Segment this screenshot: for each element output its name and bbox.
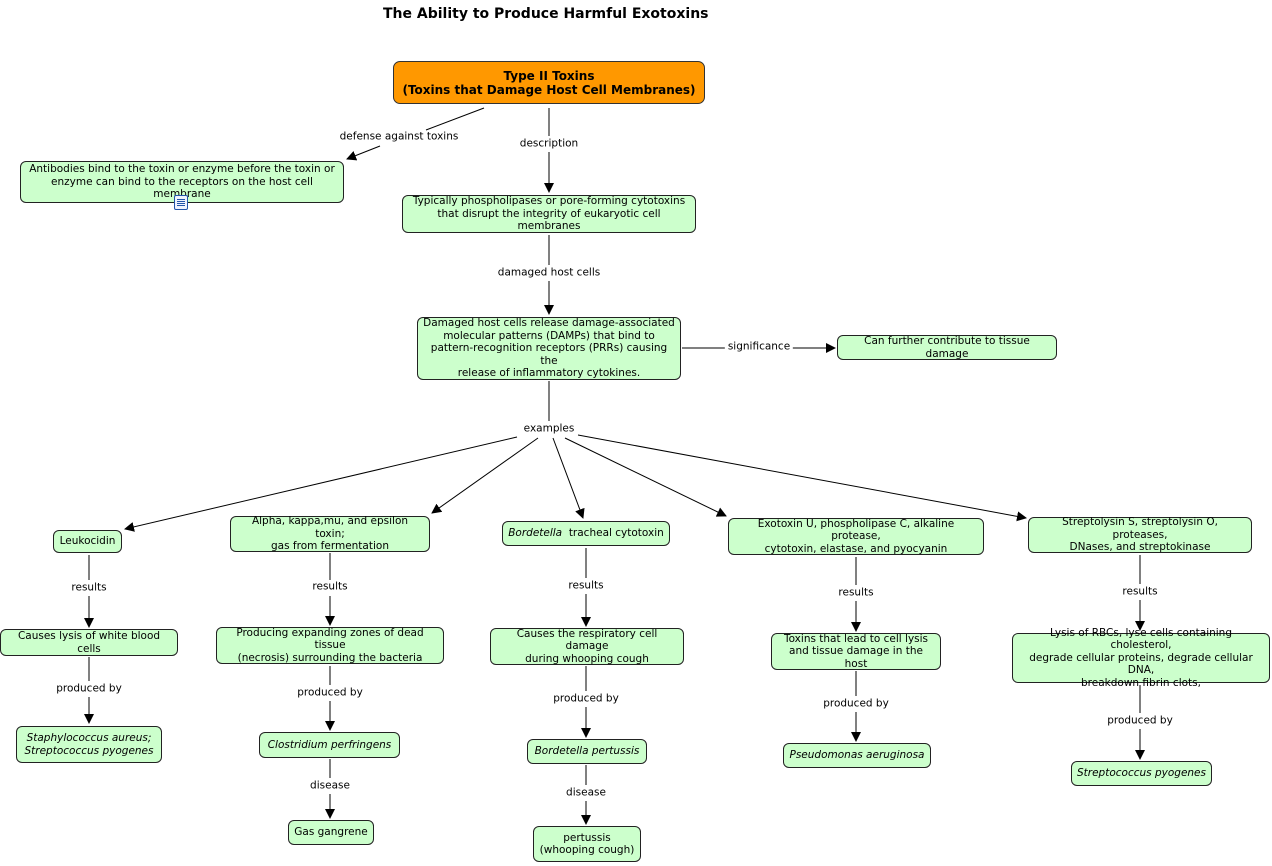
concept-label: Exotoxin U, phospholipase C, alkaline pr… [757,517,955,555]
concept-type-ii-toxins[interactable]: Type II Toxins (Toxins that Damage Host … [393,61,705,104]
concept-leukocidin[interactable]: Leukocidin [53,530,122,553]
concept-respiratory-damage[interactable]: Causes the respiratory cell damage durin… [490,628,684,665]
link-arrow [346,145,381,161]
concept-label: Lysis of RBCs, lyse cells containing cho… [1029,626,1253,689]
concept-label: Staphylococcus aureus; Streptococcus pyo… [24,732,154,757]
link-arrow [124,436,518,532]
page-title: The Ability to Produce Harmful Exotoxins [383,6,709,22]
concept-label: Typically phospholipases or pore-forming… [412,195,686,233]
link-label-disease: disease [307,779,353,793]
concept-gas-gangrene[interactable]: Gas gangrene [288,820,374,845]
concept-label: Can further contribute to tissue damage [864,335,1030,360]
link-label-examples: examples [520,422,578,436]
concept-label: Gas gangrene [294,826,368,839]
concept-label: Clostridium perfringens [267,738,392,751]
link-label-defense: defense against toxins [336,130,462,144]
link-label-significance: significance [724,340,794,354]
concept-label: Streptococcus pyogenes [1077,767,1206,780]
concept-label: Bordetella tracheal cytotoxin [508,527,664,540]
link-arrow [431,437,539,514]
link-label-damaged: damaged host cells [494,266,604,280]
link-label-produced-by: produced by [550,692,622,706]
link-label-disease: disease [563,786,609,800]
concept-cell-lysis[interactable]: Toxins that lead to cell lysis and tissu… [771,633,941,670]
link-label-produced-by: produced by [294,686,366,700]
link-arrow [564,437,727,517]
concept-tissue-damage[interactable]: Can further contribute to tissue damage [837,335,1057,360]
link-label-produced-by: produced by [53,682,125,696]
concept-staphylococcus[interactable]: Staphylococcus aureus; Streptococcus pyo… [16,726,162,763]
concept-label: Antibodies bind to the toxin or enzyme b… [29,163,335,200]
concept-damps[interactable]: Damaged host cells release damage-associ… [417,317,681,380]
link-label-produced-by: produced by [1104,714,1176,728]
concept-label: Damaged host cells release damage-associ… [423,317,675,380]
concept-streptolysin[interactable]: Streptolysin S, streptolysin O, protease… [1028,516,1252,554]
concept-label: Producing expanding zones of dead tissue… [236,626,424,664]
concept-rbc-lysis[interactable]: Lysis of RBCs, lyse cells containing cho… [1012,627,1270,689]
link-label-description: description [516,137,582,151]
link-label-results: results [309,580,351,594]
link-label-results: results [1119,585,1161,599]
concept-label: Pseudomonas aeruginosa [789,749,925,762]
link-arrow [577,434,1027,522]
concept-label: Type II Toxins (Toxins that Damage Host … [402,68,696,97]
document-icon[interactable] [174,195,188,210]
link-label-produced-by: produced by [820,697,892,711]
concept-label: Alpha, kappa,mu, and epsilon toxin; gas … [251,515,409,553]
concept-label: Causes the respiratory cell damage durin… [516,627,658,665]
concept-label: Toxins that lead to cell lysis and tissu… [783,632,929,670]
concept-bordetella-pertussis[interactable]: Bordetella pertussis [527,739,647,764]
concept-necrosis[interactable]: Producing expanding zones of dead tissue… [216,627,444,664]
concept-label: pertussis (whooping cough) [539,831,635,857]
concept-label: Leukocidin [59,535,116,548]
concept-streptococcus[interactable]: Streptococcus pyogenes [1071,761,1212,786]
concept-label: Bordetella pertussis [534,745,640,758]
concept-wbc-lysis[interactable]: Causes lysis of white blood cells [0,629,178,656]
concept-exotoxin-u[interactable]: Exotoxin U, phospholipase C, alkaline pr… [728,518,984,555]
concept-tracheal-cytotoxin[interactable]: Bordetella tracheal cytotoxin [502,521,670,546]
concept-pertussis[interactable]: pertussis (whooping cough) [533,826,641,862]
concept-alpha-toxins[interactable]: Alpha, kappa,mu, and epsilon toxin; gas … [230,515,430,553]
link-label-results: results [68,581,110,595]
concept-label: Causes lysis of white blood cells [17,630,161,655]
concept-phospholipases[interactable]: Typically phospholipases or pore-forming… [402,195,696,233]
concept-clostridium[interactable]: Clostridium perfringens [259,732,400,758]
link-label-results: results [835,586,877,600]
link-arrow [552,437,585,519]
link-label-results: results [565,579,607,593]
concept-pseudomonas[interactable]: Pseudomonas aeruginosa [783,743,931,768]
concept-label: Streptolysin S, streptolysin O, protease… [1062,516,1218,554]
toxin-name: tracheal cytotoxin [568,527,664,540]
link-line [425,107,485,131]
genus-name: Bordetella [508,527,563,540]
